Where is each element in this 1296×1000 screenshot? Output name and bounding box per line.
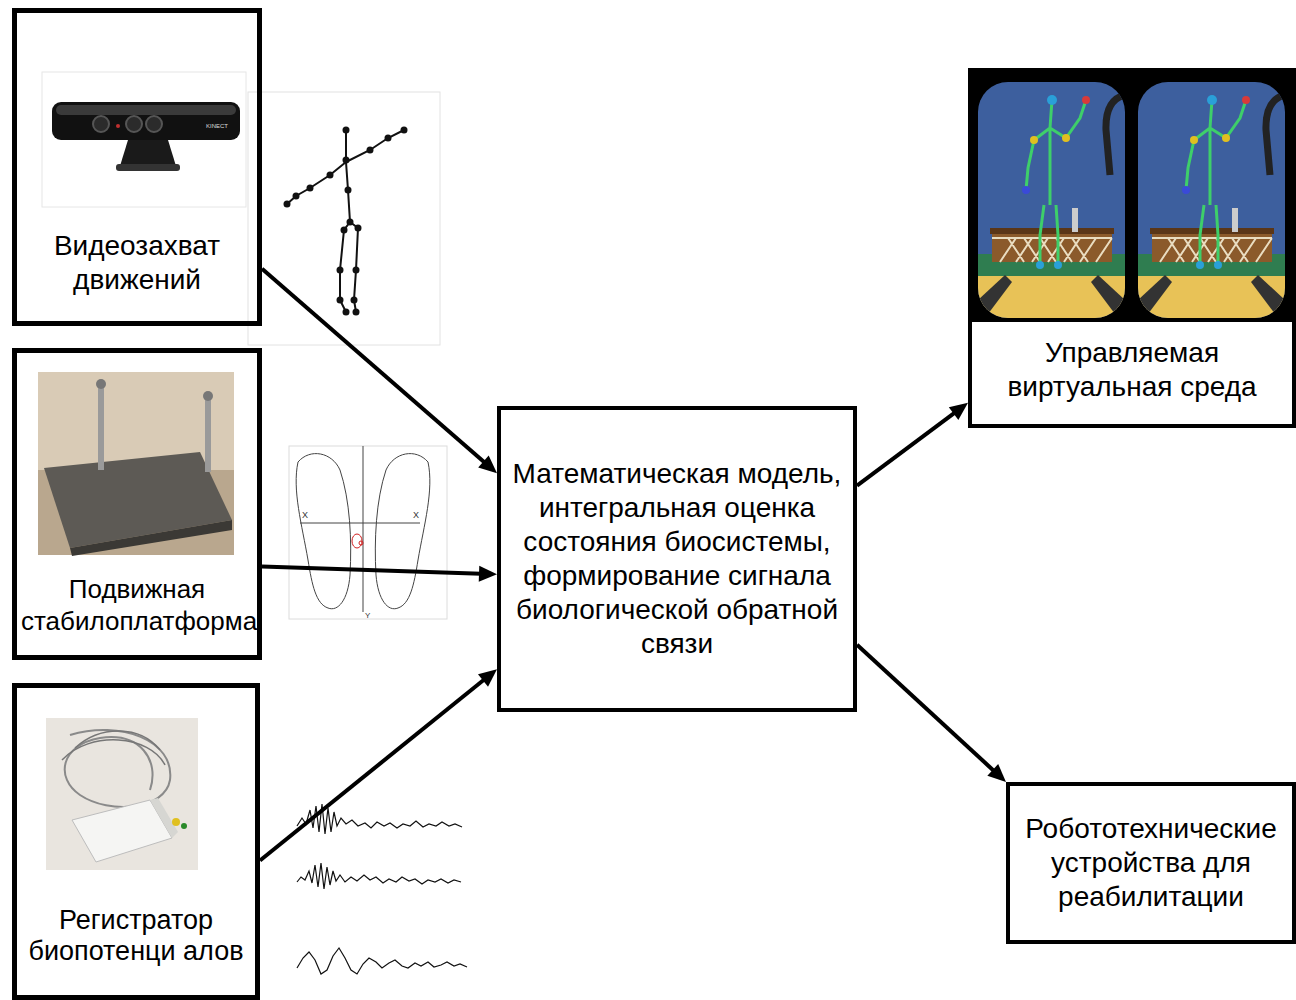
connector-line bbox=[857, 412, 955, 485]
arrow-connector bbox=[262, 566, 497, 582]
kinect-frame bbox=[42, 72, 246, 207]
arrow-head bbox=[987, 764, 1006, 782]
arrow-connector bbox=[857, 645, 1006, 782]
box-label: Робототехнические устройства для реабили… bbox=[1010, 812, 1292, 914]
connector-line bbox=[260, 679, 485, 860]
box-label: Регистратор биопотенци алов bbox=[17, 905, 255, 965]
connector-line bbox=[262, 566, 481, 573]
connector-line bbox=[262, 269, 485, 463]
box-label: Видеозахват движений bbox=[17, 229, 257, 297]
skeleton-figure bbox=[287, 130, 404, 312]
arrow-connector bbox=[260, 669, 497, 860]
platform-photo bbox=[38, 372, 234, 556]
brand-label: KINECT bbox=[206, 123, 228, 129]
axis-label: X bbox=[302, 510, 308, 520]
stabilogram bbox=[296, 446, 430, 612]
process-box: Математическая модель, интегральная оцен… bbox=[497, 406, 857, 712]
box-label: Подвижная стабилоплатформа bbox=[17, 574, 257, 637]
connector-line bbox=[857, 645, 994, 771]
arrow-connector bbox=[262, 269, 497, 474]
box-label: Управляемая виртуальная среда bbox=[972, 336, 1292, 404]
arrow-head bbox=[478, 669, 497, 687]
arrow-head bbox=[478, 455, 497, 473]
axis-label: Y bbox=[365, 611, 371, 620]
arrow-head bbox=[949, 403, 968, 420]
process-box: Управляемая виртуальная среда bbox=[968, 68, 1296, 428]
process-box: Регистратор биопотенци алов bbox=[12, 683, 260, 1000]
skeleton-frame bbox=[248, 92, 440, 345]
axis-label: X bbox=[413, 510, 419, 520]
kinect-sensor: KINECT bbox=[52, 102, 240, 171]
recorder-photo bbox=[46, 718, 198, 870]
process-box: Подвижная стабилоплатформа bbox=[12, 348, 262, 660]
box-label: Математическая модель, интегральная оцен… bbox=[501, 457, 853, 662]
eeg-traces bbox=[297, 804, 467, 974]
process-box: Видеозахват движений bbox=[12, 8, 262, 326]
arrow-connector bbox=[857, 403, 968, 486]
vr-view bbox=[968, 68, 1296, 322]
arrow-head bbox=[479, 566, 497, 582]
skeleton-joints bbox=[284, 127, 408, 316]
stabilogram-frame bbox=[289, 446, 447, 619]
process-box: Робототехнические устройства для реабили… bbox=[1006, 782, 1296, 944]
